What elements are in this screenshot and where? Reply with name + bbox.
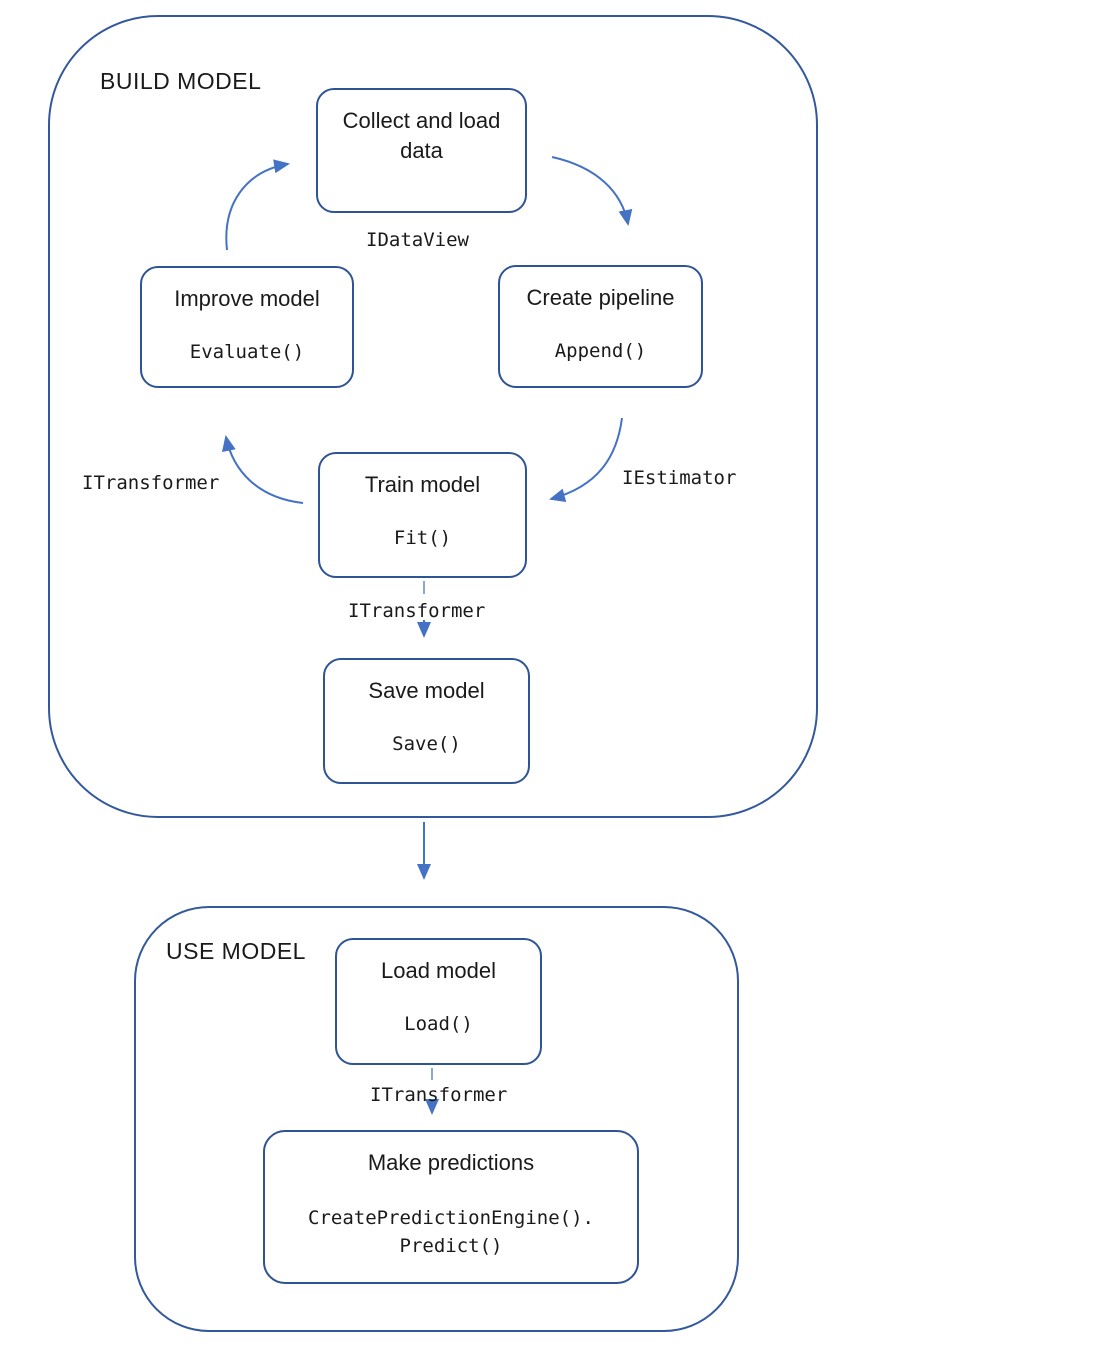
node-code: Load() [404,1013,473,1035]
edge-label-itransformer-evaluate: ITransformer [82,472,220,494]
node-title: data [400,138,443,163]
node-title: Train model [364,472,481,497]
node-save-model: Save model Save() [323,658,530,784]
node-code: Append() [554,340,647,362]
node-code: Evaluate() [189,341,305,363]
node-title: Improve model [174,286,320,311]
node-load-model: Load model Load() [335,938,542,1065]
edge-label-idataview: IDataView [366,229,469,251]
node-code: Fit() [393,527,452,549]
group-use-model [134,906,739,1332]
node-improve-model: Improve model Evaluate() [140,266,354,388]
node-code: CreatePredictionEngine(). [308,1207,594,1229]
edge-label-itransformer-load-predict: ITransformer [370,1084,508,1106]
edge-label-iestimator: IEstimator [622,467,737,489]
node-title: Create pipeline [526,285,675,310]
node-code: Save() [392,733,461,755]
group-build-model [48,15,818,818]
node-collect-and-load-data: Collect and load data [316,88,527,213]
build-model-label: BUILD MODEL [100,68,262,94]
node-title: Load model [381,958,496,983]
node-title: Collect and load [342,108,501,133]
edge-label-itransformer-train-save: ITransformer [348,600,486,622]
use-model-label: USE MODEL [166,938,306,964]
node-title: Save model [368,678,485,703]
node-title: Make predictions [367,1150,535,1175]
node-train-model: Train model Fit() [318,452,527,578]
node-create-pipeline: Create pipeline Append() [498,265,703,388]
node-make-predictions: Make predictions CreatePredictionEngine(… [263,1130,639,1284]
node-code: Predict() [399,1235,503,1257]
